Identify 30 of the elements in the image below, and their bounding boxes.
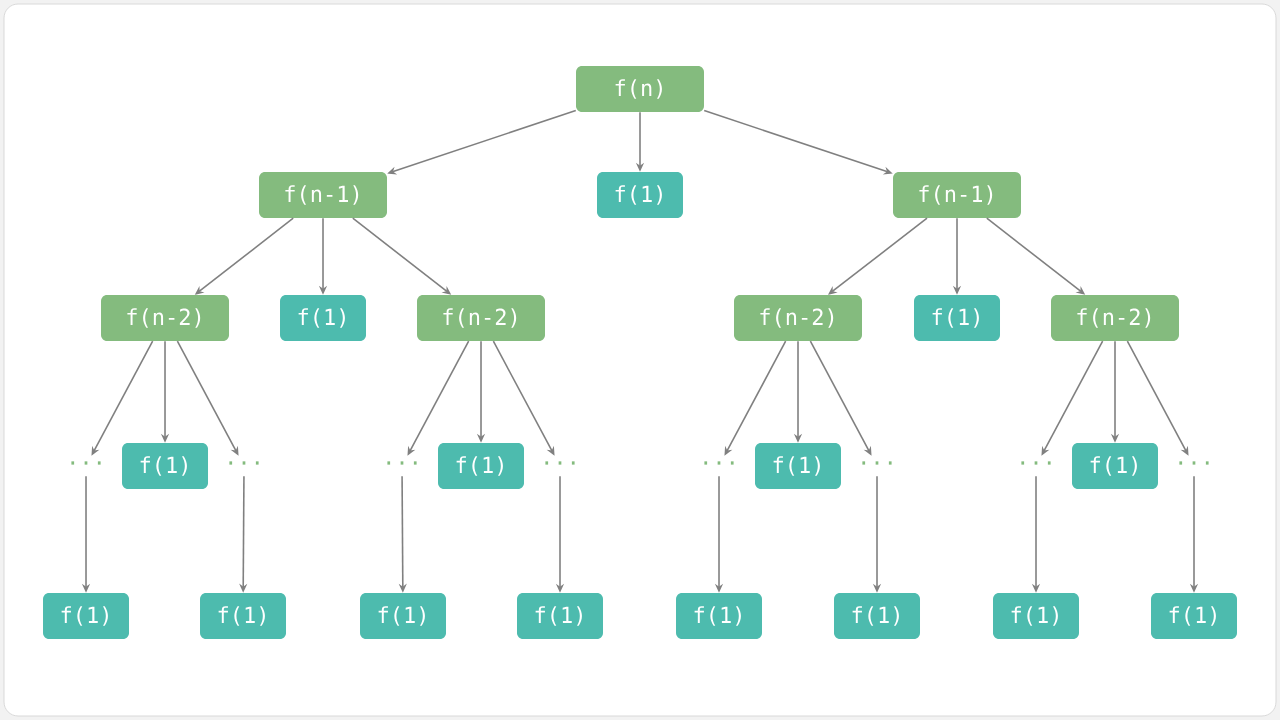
node-box: f(n-1) [893, 172, 1021, 218]
node-box: f(1) [43, 593, 129, 639]
ellipsis-text: ··· [71, 461, 101, 465]
ellipsis-text: ··· [229, 461, 259, 465]
node-box: f(1) [1151, 593, 1237, 639]
ellipsis-text: ··· [1021, 461, 1051, 465]
node-box: f(1) [676, 593, 762, 639]
ellipsis-text: ··· [1179, 461, 1209, 465]
node-box: f(1) [834, 593, 920, 639]
node-box: f(n-1) [259, 172, 387, 218]
node-box: f(1) [597, 172, 683, 218]
node-box: f(1) [200, 593, 286, 639]
ellipsis-text: ··· [545, 461, 575, 465]
ellipsis-text: ··· [387, 461, 417, 465]
ellipsis-text: ··· [862, 461, 892, 465]
node-box: f(1) [1072, 443, 1158, 489]
ellipsis-text: ··· [704, 461, 734, 465]
node-box: f(n) [576, 66, 704, 112]
node-box: f(n-2) [1051, 295, 1179, 341]
node-box: f(1) [914, 295, 1000, 341]
node-box: f(1) [993, 593, 1079, 639]
node-box: f(1) [438, 443, 524, 489]
node-box: f(1) [755, 443, 841, 489]
node-box: f(1) [360, 593, 446, 639]
node-box: f(1) [122, 443, 208, 489]
node-box: f(1) [517, 593, 603, 639]
node-box: f(n-2) [734, 295, 862, 341]
node-box: f(n-2) [417, 295, 545, 341]
node-box: f(n-2) [101, 295, 229, 341]
node-box: f(1) [280, 295, 366, 341]
